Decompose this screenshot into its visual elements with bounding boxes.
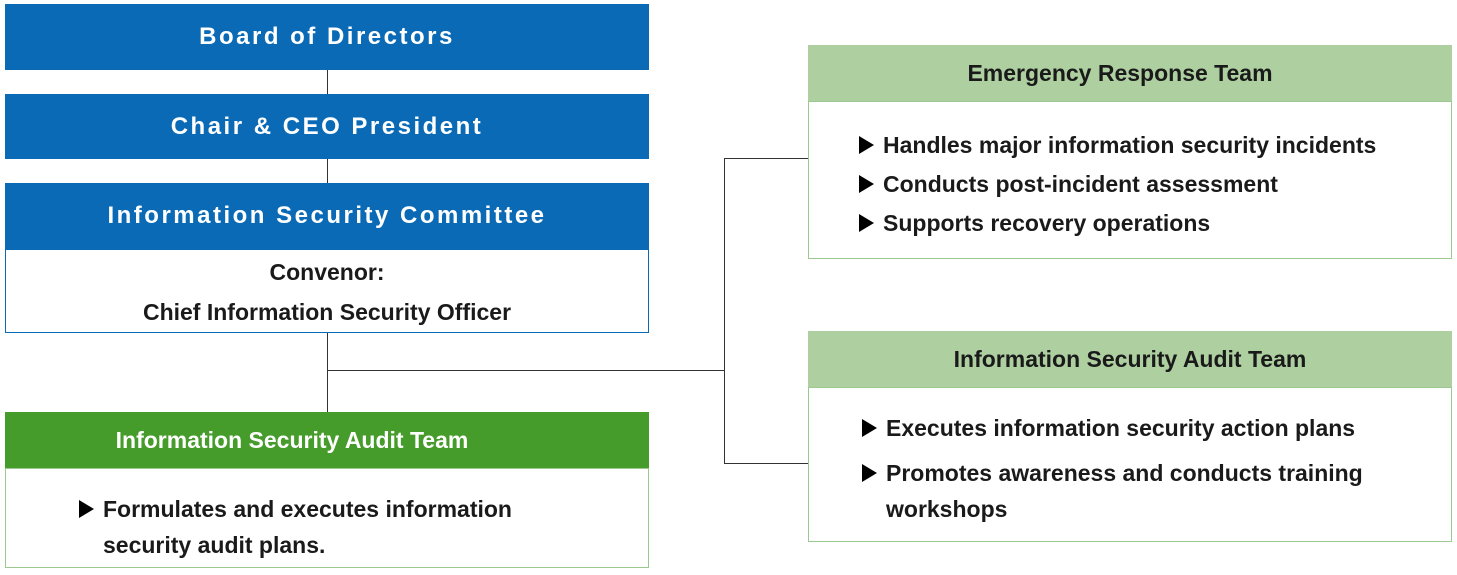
emergency-team-header: Emergency Response Team bbox=[808, 45, 1452, 101]
connector-right-audit bbox=[724, 463, 808, 464]
connector-ceo-committee bbox=[327, 159, 328, 183]
connector-branch-horizontal bbox=[327, 370, 724, 371]
board-label: Board of Directors bbox=[199, 23, 455, 50]
list-item: Conducts post-incident assessment bbox=[859, 165, 1431, 204]
convenor-name: Chief Information Security Officer bbox=[142, 299, 512, 325]
list-item: Formulates and executes information secu… bbox=[79, 491, 558, 563]
committee-header: Information Security Committee bbox=[5, 183, 649, 249]
triangle-bullet-icon bbox=[859, 175, 874, 193]
triangle-bullet-icon bbox=[79, 500, 94, 518]
list-item: Executes information security action pla… bbox=[862, 410, 1411, 446]
list-item-text: Conducts post-incident assessment bbox=[883, 171, 1278, 197]
left-audit-team-title: Information Security Audit Team bbox=[115, 426, 469, 453]
triangle-bullet-icon bbox=[862, 464, 877, 482]
board-of-directors-box: Board of Directors bbox=[5, 4, 649, 70]
right-audit-team-title: Information Security Audit Team bbox=[953, 345, 1307, 372]
list-item: Promotes awareness and conducts training… bbox=[862, 455, 1411, 527]
right-audit-team-header: Information Security Audit Team bbox=[808, 331, 1452, 387]
triangle-bullet-icon bbox=[859, 136, 874, 154]
triangle-bullet-icon bbox=[859, 214, 874, 232]
convenor-label: Convenor: bbox=[269, 259, 385, 285]
connector-board-ceo bbox=[327, 70, 328, 94]
ceo-box: Chair & CEO President bbox=[5, 94, 649, 159]
connector-committee-left-team bbox=[327, 332, 328, 412]
connector-emergency bbox=[724, 158, 808, 159]
list-item-text: Executes information security action pla… bbox=[886, 415, 1356, 441]
list-item-text: Formulates and executes information secu… bbox=[103, 496, 512, 558]
triangle-bullet-icon bbox=[862, 419, 877, 437]
committee-body: Convenor: Chief Information Security Off… bbox=[5, 249, 649, 333]
ceo-label: Chair & CEO President bbox=[170, 112, 484, 140]
list-item-text: Promotes awareness and conducts training… bbox=[886, 460, 1363, 522]
list-item-text: Handles major information security incid… bbox=[883, 132, 1377, 158]
connector-right-vertical bbox=[724, 158, 725, 464]
list-item-text: Supports recovery operations bbox=[883, 210, 1211, 236]
committee-label: Information Security Committee bbox=[107, 202, 547, 229]
list-item: Supports recovery operations bbox=[859, 204, 1431, 243]
emergency-team-body: Handles major information security incid… bbox=[808, 101, 1452, 259]
emergency-team-title: Emergency Response Team bbox=[967, 59, 1273, 86]
left-audit-team-header: Information Security Audit Team bbox=[5, 412, 649, 468]
right-audit-team-body: Executes information security action pla… bbox=[808, 387, 1452, 542]
list-item: Handles major information security incid… bbox=[859, 126, 1431, 165]
left-audit-team-body: Formulates and executes information secu… bbox=[5, 468, 649, 568]
